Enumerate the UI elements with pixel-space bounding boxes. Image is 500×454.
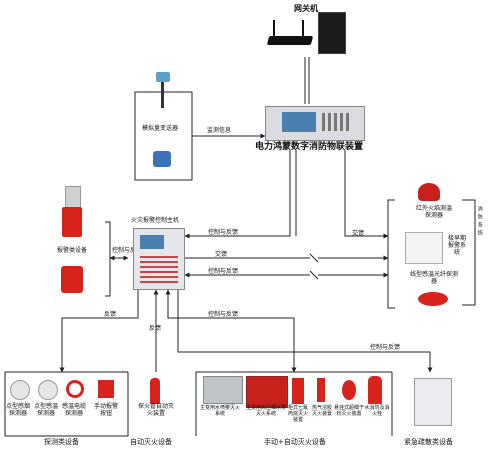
early-warning-device xyxy=(405,232,443,264)
right-bracket xyxy=(387,199,395,309)
heat-detector-icon xyxy=(38,380,58,400)
platform-screen xyxy=(282,112,316,132)
detection-devices xyxy=(10,380,125,402)
fiber-cable-icon xyxy=(418,292,448,306)
fire-panel-label: 火灾报警控制主机 xyxy=(131,217,180,224)
early-warning-label: 极早期报警系统 xyxy=(447,235,466,256)
router-antenna-icon xyxy=(302,20,304,37)
platform-label: 电力鸿蒙数字消防物联装置 xyxy=(255,142,364,152)
transmitter-icon xyxy=(153,151,171,167)
line-manual-auto xyxy=(165,289,297,373)
detection-item: 手动报警按钮 xyxy=(93,403,118,417)
alarm-link-label: 控制与反馈 xyxy=(112,247,143,254)
manual-auto-link-label: 控制与反馈 xyxy=(208,311,239,318)
manual-auto-item: 主变用水喷雾灭火系统 xyxy=(200,405,241,417)
detection-feedback-label: 反馈 xyxy=(104,311,117,318)
alarm-bell-icon xyxy=(65,186,81,208)
emergency-link-label: 控制与反馈 xyxy=(370,344,401,351)
fire-panel-buttons xyxy=(140,253,178,283)
line-platform-right xyxy=(344,150,389,239)
pressure-sensor-icon xyxy=(156,72,170,82)
manual-auto-item: 柜式七氟丙烷灭火装置 xyxy=(287,405,308,423)
manual-alarm-button-icon xyxy=(98,380,114,398)
alarm-bracket xyxy=(105,221,111,297)
pressure-sensor-probe xyxy=(161,82,164,108)
monitor-link-label: 监测信息 xyxy=(207,127,232,134)
mist-system-icon xyxy=(246,376,288,408)
transmitter-label: 模拟量变送器 xyxy=(142,125,179,132)
heat-cable-icon xyxy=(66,380,84,398)
panel-fiber-link-label: 交馈 xyxy=(215,251,228,258)
fiber-label: 线型感温光纤探测器 xyxy=(409,271,458,285)
manual-auto-group-label: 手动+自动灭火设备 xyxy=(264,438,326,446)
auto-ext-feedback-label: 反馈 xyxy=(149,325,162,332)
alarm-beacon-icon xyxy=(62,207,82,237)
emergency-evacuation-device xyxy=(414,378,452,426)
line-platform-panel xyxy=(184,150,291,239)
infrared-label: 红外火焰测温探测器 xyxy=(415,205,452,219)
sounder-icon xyxy=(61,266,83,293)
auto-ext-item-label: 探火管自动灭火装置 xyxy=(137,403,174,417)
powder-icon xyxy=(342,380,356,400)
detection-group-label: 探测类设备 xyxy=(44,438,79,446)
smoke-detector-icon xyxy=(10,380,30,400)
router-antenna-icon xyxy=(273,20,275,37)
water-spray-icon xyxy=(203,376,243,404)
alarm-devices-label: 报警类设备 xyxy=(57,247,88,254)
platform-right-link-label: 交馈 xyxy=(352,230,365,237)
detection-item: 点型感烟探测器 xyxy=(5,403,30,417)
line-detection xyxy=(59,290,139,373)
emergency-group-label: 紧急疏散类设备 xyxy=(404,438,453,446)
server-icon xyxy=(318,12,346,54)
detection-item: 点型感温探测器 xyxy=(33,403,58,417)
manual-auto-item: 水消防及消火栓 xyxy=(364,405,390,417)
detection-item: 感温电缆探测器 xyxy=(61,403,86,417)
infrared-detector-icon xyxy=(418,183,440,201)
manual-auto-item: 热气溶胶灭火装置 xyxy=(311,405,332,417)
manual-auto-item: 悬挂式超细干粉灭火装置 xyxy=(334,405,365,417)
heptafluoro-cabinet-icon xyxy=(292,378,304,404)
outer-vertical-label: 消防系统 xyxy=(476,206,483,238)
fire-panel-screen xyxy=(140,235,164,249)
aerosol-icon xyxy=(317,378,325,402)
fire-panel-device xyxy=(133,228,185,290)
platform-keypad xyxy=(322,113,352,131)
auto-extinguisher-icon xyxy=(150,378,160,404)
manual-auto-item: 主变用高压细水雾灭火系统 xyxy=(245,405,286,417)
line-gateway-platform xyxy=(304,57,310,104)
line-emergency xyxy=(177,290,433,373)
auto-ext-group-label: 自动灭火设备 xyxy=(130,438,172,446)
platform-device xyxy=(265,106,365,141)
panel-platform-link-label: 控制与反馈 xyxy=(208,229,239,236)
hydrant-icon xyxy=(368,376,382,404)
router-icon xyxy=(266,36,314,45)
gateway-label: 网关机 xyxy=(294,3,318,13)
panel-right-feedback-link-label: 控制与反馈 xyxy=(208,268,239,275)
